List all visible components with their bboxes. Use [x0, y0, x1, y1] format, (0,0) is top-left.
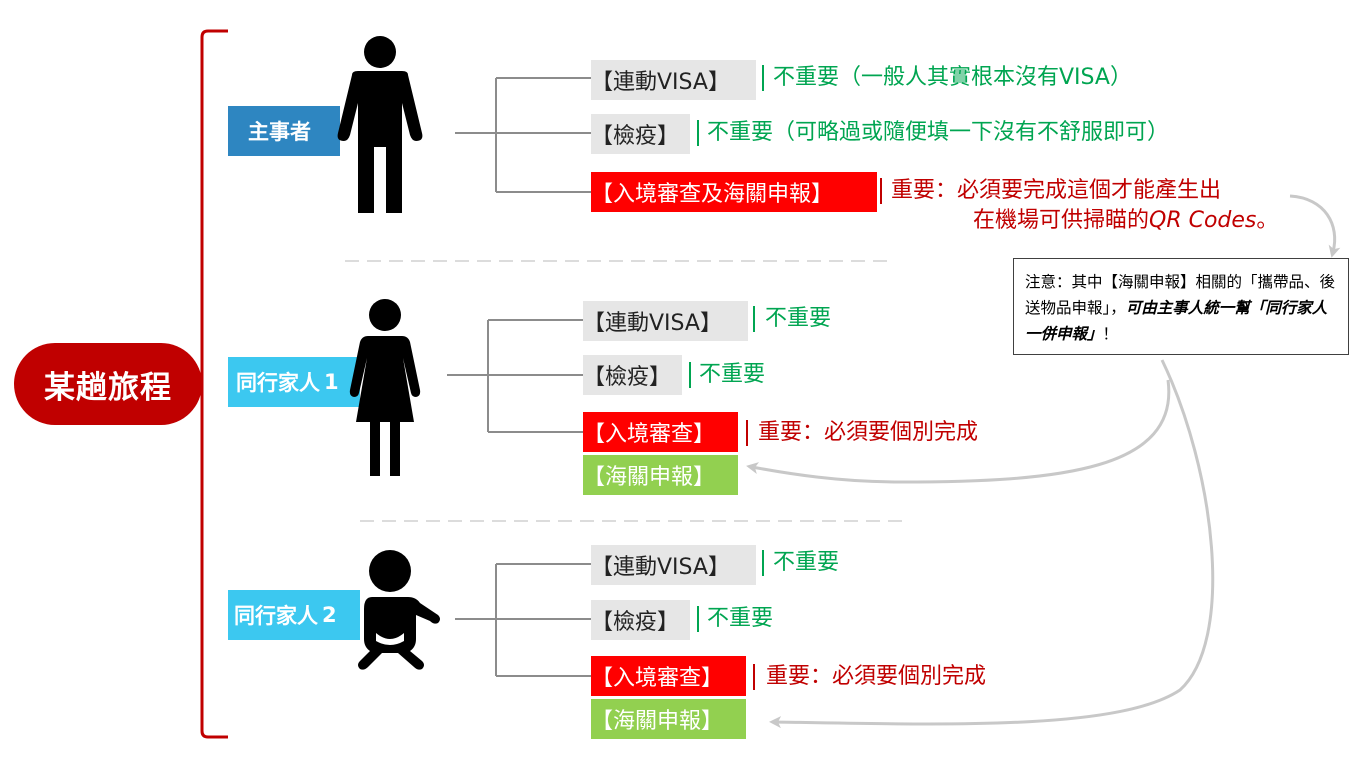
tag-quarantine: 【檢疫】 — [591, 114, 690, 154]
tag-quarantine: 【檢疫】 — [591, 600, 690, 640]
tag-linked-visa: 【連動VISA】 — [591, 60, 756, 100]
description-text-line2: 在機場可供掃瞄的QR Codes。 — [973, 207, 1278, 235]
tree-connector — [455, 77, 591, 193]
baby-icon — [358, 550, 440, 670]
description-text: 不重要（一般人其實根本沒有VISA） — [773, 65, 1132, 90]
separator — [880, 178, 882, 204]
person-label-text: 主事者 — [248, 120, 311, 144]
tag-text: 【海關申報】 — [591, 709, 724, 734]
tag-text: 【檢疫】 — [591, 610, 680, 635]
description-text: 重要：必須要個別完成 — [758, 420, 979, 445]
description-text: 重要：必須要完成這個才能產生出 — [891, 178, 1222, 203]
tree-connector — [455, 563, 591, 677]
tag-text: 【入境審查及海關申報】 — [591, 182, 834, 207]
person-label-companion-2: 同行家人 2 — [228, 590, 360, 640]
separator — [697, 606, 699, 632]
arrow-to-customs-2 — [769, 359, 1215, 729]
separator — [762, 65, 764, 91]
qr-codes-text: QR Codes — [1149, 208, 1257, 233]
tag-text: 【海關申報】 — [583, 465, 716, 490]
root-trip-node: 某趟旅程 — [14, 343, 202, 425]
tag-customs-declaration: 【海關申報】 — [591, 699, 746, 739]
separator — [762, 550, 764, 576]
root-trip-label: 某趟旅程 — [44, 369, 172, 406]
person-number: 1 — [324, 370, 339, 394]
separator — [689, 362, 691, 388]
tag-linked-visa: 【連動VISA】 — [591, 545, 756, 585]
description-text: 不重要 — [699, 362, 766, 387]
tag-text: 【連動VISA】 — [591, 70, 730, 95]
arrow-to-customs-1 — [746, 379, 1171, 484]
person-label-text: 同行家人 — [236, 371, 320, 395]
tree-connector — [447, 319, 583, 433]
note-emphasis: 可由主事人統一幫「同行家人一併申報」 — [1025, 299, 1328, 343]
description-text: 不重要（可略過或隨便填一下沒有不舒服即可） — [707, 120, 1170, 145]
description-text: 在機場可供掃瞄的 — [973, 208, 1150, 233]
tag-quarantine: 【檢疫】 — [583, 355, 682, 395]
tag-entry-inspection: 【入境審查】 — [583, 412, 738, 452]
root-bracket — [200, 29, 228, 739]
description-text: 重要：必須要個別完成 — [766, 664, 987, 689]
separator — [697, 120, 699, 146]
separator — [753, 306, 755, 332]
tag-linked-visa: 【連動VISA】 — [583, 301, 748, 341]
note-box: 注意：其中【海關申報】相關的「攜帶品、後送物品申報」，可由主事人統一幫「同行家人… — [1013, 258, 1349, 355]
separator — [753, 664, 755, 690]
tag-text: 【入境審查】 — [591, 666, 724, 691]
tag-entry-and-customs: 【入境審查及海關申報】 — [591, 172, 877, 212]
tag-text: 【連動VISA】 — [591, 555, 730, 580]
tag-text: 【檢疫】 — [591, 124, 680, 149]
description-text: 。 — [1256, 208, 1279, 233]
tag-text: 【檢疫】 — [583, 365, 672, 390]
description-text: 不重要 — [707, 606, 774, 631]
man-icon — [337, 36, 423, 213]
arrow-to-note — [1289, 194, 1341, 258]
description-text: 不重要 — [765, 306, 832, 331]
tag-customs-declaration: 【海關申報】 — [583, 455, 738, 495]
tag-text: 【連動VISA】 — [583, 311, 722, 336]
woman-icon — [349, 299, 421, 476]
description-text: 不重要 — [773, 550, 840, 575]
person-label-companion-1: 同行家人 1 — [228, 357, 360, 407]
separator — [746, 420, 748, 446]
person-label-text: 同行家人 — [234, 604, 318, 628]
tag-text: 【入境審查】 — [583, 422, 716, 447]
person-number: 2 — [322, 603, 337, 627]
tag-entry-inspection: 【入境審查】 — [591, 656, 746, 696]
note-text: ！ — [1102, 325, 1119, 343]
person-label-main: 主事者 — [228, 106, 340, 156]
note-text: 注意：其中【海關申報】相關的「攜帶品、後送物品申報」， — [1025, 273, 1336, 317]
